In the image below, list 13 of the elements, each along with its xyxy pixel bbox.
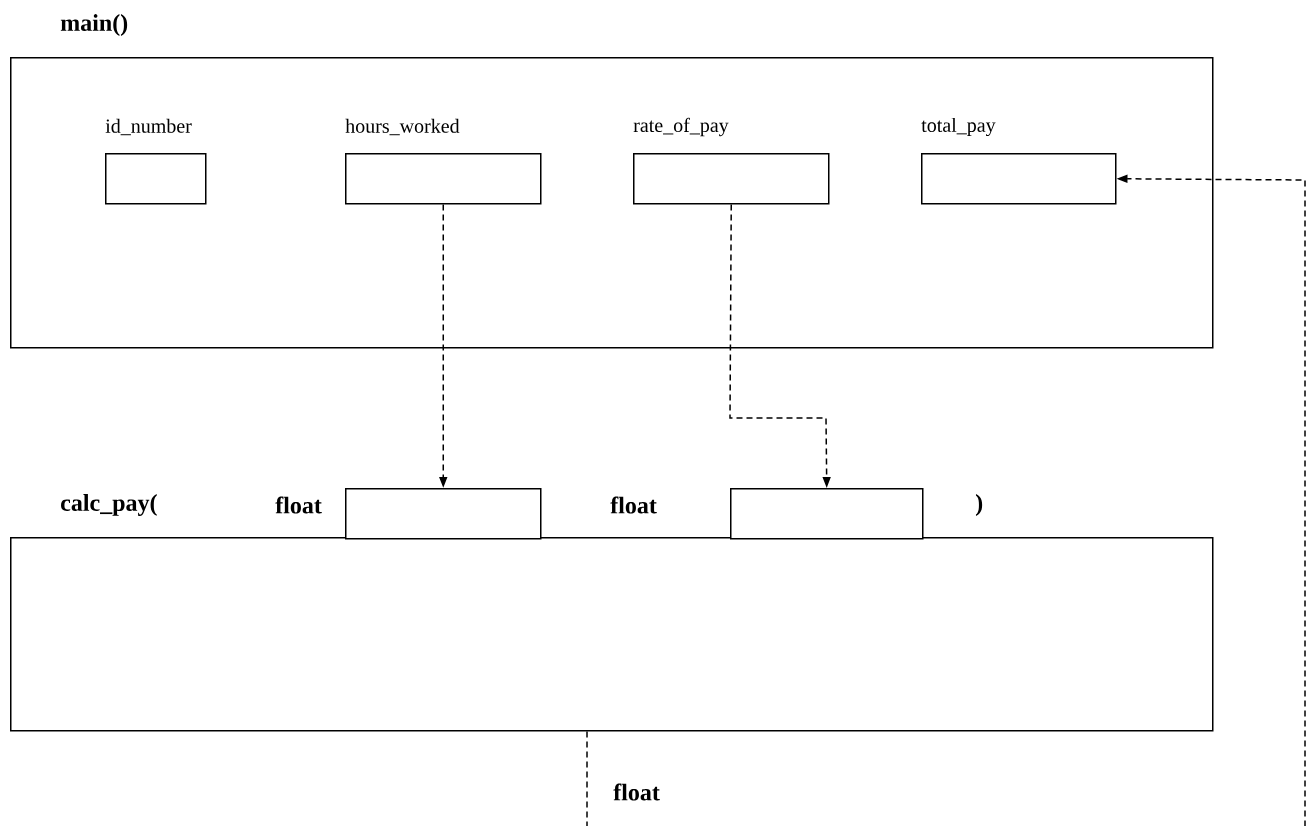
variable-name: total_pay — [921, 117, 996, 137]
type-label: float — [610, 496, 657, 514]
parameter-box — [730, 488, 924, 540]
variable-name: id_number — [105, 118, 192, 136]
type-label: float — [275, 496, 322, 514]
parameter-box — [345, 488, 542, 540]
dashed-arrow — [586, 174, 1306, 826]
variable-name: rate_of_pay — [633, 117, 729, 137]
edge-label: float — [612, 782, 661, 802]
variable-name: hours_worked — [345, 118, 460, 136]
function-heading: calc_pay( — [61, 494, 157, 516]
closing-parenthesis: ) — [976, 494, 983, 516]
function-heading: main() — [60, 14, 128, 36]
